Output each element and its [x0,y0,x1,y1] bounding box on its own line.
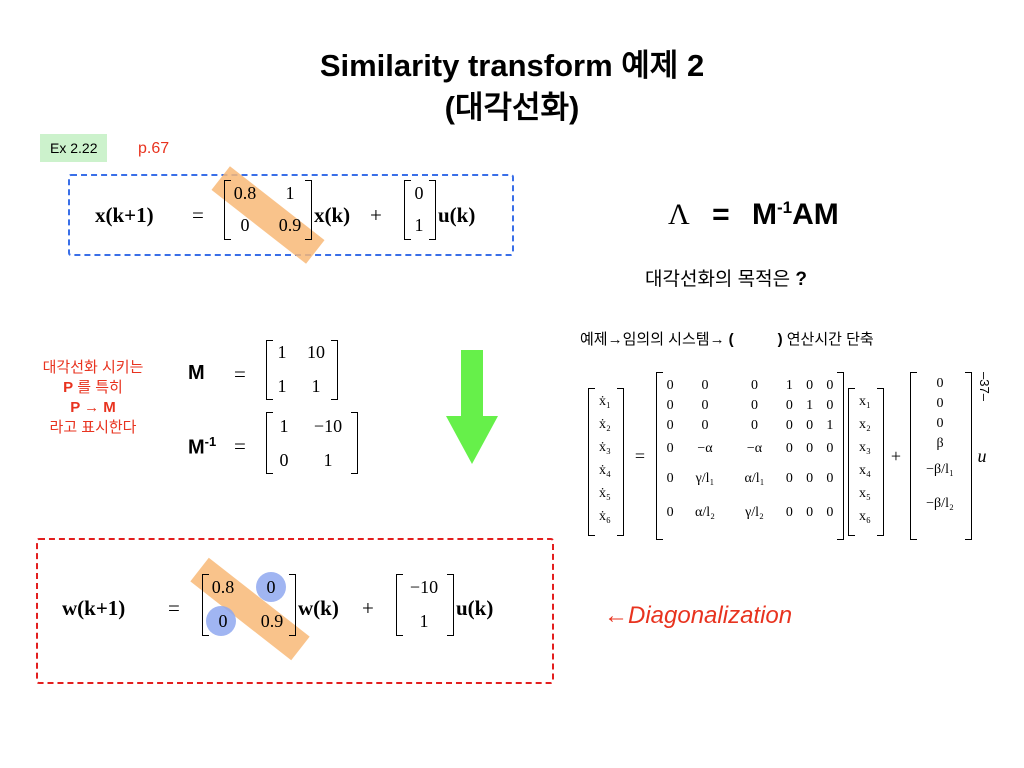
m-inverse-equals: = [234,434,246,458]
slide-title: Similarity transform 예제 2 [319,48,705,83]
matrix-b [404,180,436,240]
m-cell: 1 [277,342,287,362]
transformed-input-matrix [396,574,454,636]
state-derivative-vector [588,388,624,536]
m-inverse-cell: 1 [279,416,289,436]
m-inverse-label: M-1 [188,434,217,459]
m-equals: = [234,362,246,386]
m-inverse-cell: 1 [323,450,333,470]
diagonal-matrix [202,574,296,636]
m-inverse-cell: −10 [313,416,343,436]
matrix-a-cell: 0.9 [278,215,302,235]
m-cell: 1 [277,376,287,396]
system-note: 예제→임의의 시스템→() 연산시간 단축 [580,331,874,348]
matrix-a [224,180,312,240]
state-eq-lhs: x(k+1) [95,203,154,227]
state-equation-box [68,174,514,256]
m-inverse-matrix [266,412,358,474]
m-matrix [266,340,338,400]
big-plus: + [890,446,902,466]
system-matrix [656,372,844,540]
slide-subtitle: (대각선화) [444,90,580,125]
m-inverse-cell: 0 [279,450,289,470]
side-note: 대각선화 시키는 P 를 특히 P → M 라고 표시한다 [42,359,144,436]
m-cell: 10 [307,342,325,362]
matrix-a-cell: 0.8 [233,183,257,203]
input-term: u(k) [438,203,476,227]
matrix-a-cell: 1 [285,183,295,203]
diagonalization-label: ←Diagonalization [604,602,793,629]
lambda-equation: Λ = M-1AM [668,198,839,231]
m-cell: 1 [311,376,321,396]
diagonal-matrix-cell: 0 [218,611,228,631]
diagonal-matrix-cell: 0.9 [260,611,284,631]
diag-input-term: u(k) [456,596,494,620]
purpose-question: 대각선화의 목적은 ? [645,269,808,290]
zero-circle-highlight [206,606,236,636]
diagonal-matrix-cell: 0.8 [211,577,235,597]
transformed-input-cell: −10 [409,577,439,597]
diag-eq-equals: = [168,596,180,620]
example-badge: Ex 2.22 [40,134,108,162]
transformed-state: w(k) [298,596,339,620]
diagonal-equation-box [36,538,554,684]
matrix-a-cell: 0 [240,215,250,235]
matrix-b-cell: 1 [414,215,424,235]
state-vector: x(k) [314,203,351,227]
diagonal-matrix-cell: 0 [266,577,276,597]
diag-eq-lhs: w(k+1) [62,596,126,620]
state-eq-plus: + [370,203,382,227]
page-reference: p.67 [138,140,170,157]
state-eq-equals: = [192,203,204,227]
big-equals: = [634,446,646,466]
zero-circle-highlight [256,572,286,602]
transformed-input-cell: 1 [419,611,429,631]
m-label: M [188,362,205,384]
down-arrow-icon [446,350,498,464]
state-vector-column [848,388,884,536]
big-input: u [977,446,987,466]
diag-eq-plus: + [362,596,374,620]
matrix-b-cell: 0 [414,183,424,203]
input-matrix [910,372,972,540]
